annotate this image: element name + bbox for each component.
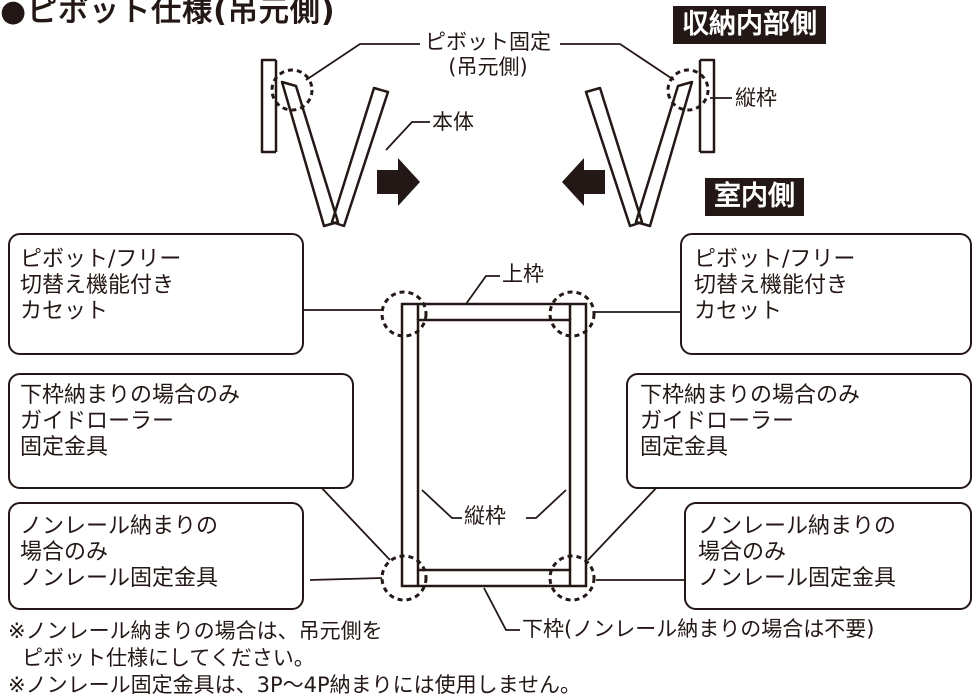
pivot-fixed-line-2: (吊元側) xyxy=(448,55,528,79)
bottom-frame-label: 下枠(ノンレール納まりの場合は不要) xyxy=(522,617,875,641)
nonrail-left-line-2: 場合のみ xyxy=(20,540,109,565)
callout-box-cassette-left: ピボット/フリー 切替え機能付き カセット xyxy=(8,233,304,355)
footnote-1-continued: ピボット仕様にしてください。 xyxy=(22,646,315,670)
corner-circle-top-left xyxy=(380,290,428,338)
frame-outer xyxy=(400,302,588,588)
callout-box-cassette-right: ピボット/フリー 切替え機能付き カセット xyxy=(680,233,972,355)
corner-circle-top-right xyxy=(548,290,596,338)
callout-box-guide-roller-left: 下枠納まりの場合のみ ガイドローラー 固定金具 xyxy=(8,373,354,489)
corner-circle-bottom-right xyxy=(548,554,596,602)
cassette-right-line-1: ピボット/フリー xyxy=(694,247,856,272)
left-pivot-circle xyxy=(270,68,314,112)
storage-side-badge: 収納内部側 xyxy=(673,6,826,44)
nonrail-left-line-1: ノンレール納まりの xyxy=(20,514,219,539)
right-vertical-frame xyxy=(700,58,716,154)
frame-inner xyxy=(416,318,572,572)
nonrail-left-line-3: ノンレール固定金具 xyxy=(20,566,219,591)
right-door-panel-1 xyxy=(634,80,694,228)
nonrail-right-line-3: ノンレール固定金具 xyxy=(698,566,897,591)
guide-roller-left-line-3: 固定金具 xyxy=(20,435,109,460)
left-door-panel-1 xyxy=(280,80,340,228)
guide-roller-left-line-2: ガイドローラー xyxy=(20,409,175,434)
body-label: 本体 xyxy=(432,110,474,134)
nonrail-right-line-1: ノンレール納まりの xyxy=(698,514,897,539)
right-door-panel-2 xyxy=(584,86,644,228)
vertical-frame-label-top: 縦枠 xyxy=(735,86,777,110)
arrow-left-icon xyxy=(562,158,605,206)
cassette-left-line-1: ピボット/フリー xyxy=(20,247,182,272)
footnote-2: ※ノンレール固定金具は、3P〜4P納まりには使用しません。 xyxy=(8,673,582,697)
cassette-left-line-3: カセット xyxy=(20,299,109,324)
indoor-side-badge: 室内側 xyxy=(705,178,804,216)
pivot-fixed-label: ピボット固定 (吊元側) xyxy=(425,30,551,80)
left-door-panel-2 xyxy=(330,86,390,228)
corner-circle-bottom-left xyxy=(380,554,428,602)
guide-roller-left-line-1: 下枠納まりの場合のみ xyxy=(20,383,241,408)
nonrail-right-line-2: 場合のみ xyxy=(698,540,787,565)
guide-roller-right-line-1: 下枠納まりの場合のみ xyxy=(640,383,861,408)
page-title: ●ピボット仕様(吊元側) xyxy=(0,0,336,29)
callout-box-guide-roller-right: 下枠納まりの場合のみ ガイドローラー 固定金具 xyxy=(626,373,972,489)
cassette-left-line-2: 切替え機能付き xyxy=(20,273,175,298)
left-vertical-frame xyxy=(260,58,276,154)
footnote-1: ※ノンレール納まりの場合は、吊元側を xyxy=(8,619,383,643)
right-pivot-circle xyxy=(666,68,710,112)
guide-roller-right-line-3: 固定金具 xyxy=(640,435,729,460)
callout-box-nonrail-left: ノンレール納まりの 場合のみ ノンレール固定金具 xyxy=(8,502,304,610)
top-frame-label: 上枠 xyxy=(502,262,544,286)
pivot-fixed-line-1: ピボット固定 xyxy=(425,30,551,54)
vertical-frame-label-mid: 縦枠 xyxy=(464,504,506,528)
cassette-right-line-3: カセット xyxy=(694,299,783,324)
arrow-right-icon xyxy=(377,158,420,206)
cassette-right-line-2: 切替え機能付き xyxy=(694,273,849,298)
callout-box-nonrail-right: ノンレール納まりの 場合のみ ノンレール固定金具 xyxy=(684,502,972,610)
guide-roller-right-line-2: ガイドローラー xyxy=(640,409,795,434)
